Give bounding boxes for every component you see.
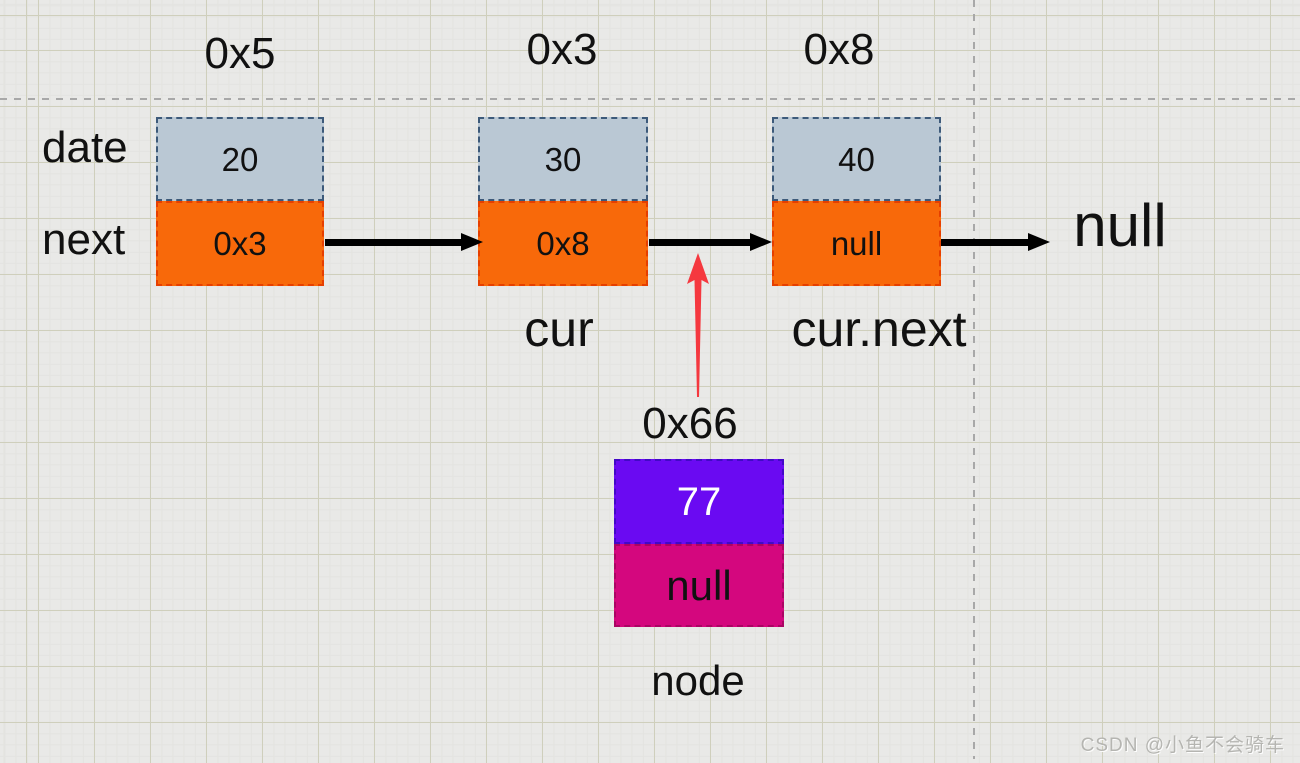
link-arrow-1-head-icon xyxy=(461,233,483,251)
link-arrow-2-shaft xyxy=(649,239,751,246)
node-0x8-data-cell: 40 xyxy=(772,117,941,201)
field-label-date: date xyxy=(42,123,128,172)
new-node-address-0x66: 0x66 xyxy=(642,399,738,448)
link-arrow-1-shaft xyxy=(325,239,462,246)
pointer-label-cur-next: cur.next xyxy=(791,301,967,357)
new-node-caption: node xyxy=(651,657,745,704)
node-address-0x8: 0x8 xyxy=(803,25,875,74)
list-node-0x8: 40 null xyxy=(772,117,941,286)
node-0x5-data-cell: 20 xyxy=(156,117,324,201)
csdn-watermark: CSDN @小鱼不会骑车 xyxy=(1080,735,1285,756)
new-node-next-cell: null xyxy=(614,544,784,627)
tail-null-label: null xyxy=(1073,192,1167,259)
insert-pointer-up-arrow-icon xyxy=(687,253,709,397)
node-address-0x5: 0x5 xyxy=(204,29,276,78)
pointer-label-cur: cur xyxy=(524,301,594,357)
link-arrow-3-head-icon xyxy=(1028,233,1050,251)
link-arrow-3-shaft xyxy=(941,239,1029,246)
node-0x3-next-cell: 0x8 xyxy=(478,201,648,286)
link-arrow-2-head-icon xyxy=(750,233,772,251)
node-address-0x3: 0x3 xyxy=(526,25,598,74)
node-0x5-next-cell: 0x3 xyxy=(156,201,324,286)
list-node-0x3: 30 0x8 xyxy=(478,117,648,286)
new-node-0x66: 77 null xyxy=(614,459,784,627)
horizontal-dashed-guide xyxy=(0,98,1300,100)
vertical-dashed-guide xyxy=(973,0,975,759)
list-node-0x5: 20 0x3 xyxy=(156,117,324,286)
node-0x8-next-cell: null xyxy=(772,201,941,286)
node-0x3-data-cell: 30 xyxy=(478,117,648,201)
field-label-next: next xyxy=(42,215,126,264)
new-node-data-cell: 77 xyxy=(614,459,784,544)
